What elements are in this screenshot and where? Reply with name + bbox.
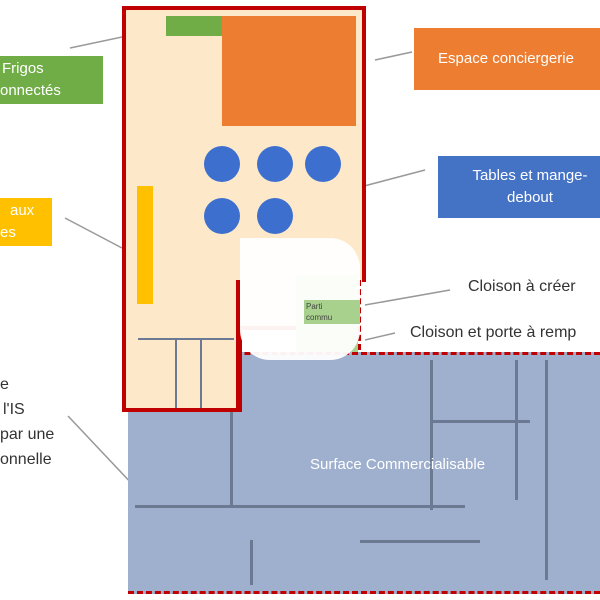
wall <box>135 505 465 508</box>
tables-label-line: debout <box>507 189 553 206</box>
tables-label-line: Tables et mange- <box>472 167 588 184</box>
tables-label: Tables et mange- debout <box>438 156 600 218</box>
table <box>305 146 341 182</box>
left-note-line: par une <box>0 426 55 443</box>
wall <box>430 360 433 510</box>
fridges-label-line: Frigos <box>2 60 44 77</box>
cloison-porte-label: Cloison et porte à remp <box>410 324 577 341</box>
wall <box>230 355 233 505</box>
concierge-block <box>222 16 356 126</box>
common-parts-label: commu <box>306 313 333 322</box>
yellow-label: aux es <box>0 198 52 246</box>
red-boundary <box>236 330 242 412</box>
cloison-creer-label: Cloison à créer <box>468 278 576 295</box>
table <box>204 198 240 234</box>
surface-label: Surface Commercialisable <box>310 456 486 473</box>
common-parts-label: Parti <box>306 302 323 311</box>
wall <box>360 540 480 543</box>
wall <box>138 338 234 340</box>
wall <box>545 360 548 580</box>
left-note-line: onnelle <box>0 451 52 468</box>
common-parts-text: Parti commu <box>304 300 360 324</box>
wall <box>515 360 518 500</box>
fridges-block <box>166 16 224 36</box>
fridges-label-line: onnectés <box>0 82 61 99</box>
yellow-label-line: es <box>0 224 16 241</box>
yellow-counter-block <box>137 186 153 304</box>
conciergerie-label: Espace conciergerie <box>414 28 600 90</box>
logo-watermark <box>240 238 360 360</box>
left-note-line: e <box>0 376 9 393</box>
yellow-label-line: aux <box>10 202 35 219</box>
wall <box>175 338 177 408</box>
left-note-line: l'IS <box>3 401 25 418</box>
table <box>257 146 293 182</box>
wall <box>250 540 253 585</box>
table <box>204 146 240 182</box>
wall <box>200 338 202 408</box>
left-note: e l'IS par une onnelle <box>0 372 54 472</box>
table <box>257 198 293 234</box>
wall <box>430 420 530 423</box>
conciergerie-label-text: Espace conciergerie <box>438 50 574 67</box>
fridges-label: Frigos onnectés <box>0 56 103 104</box>
